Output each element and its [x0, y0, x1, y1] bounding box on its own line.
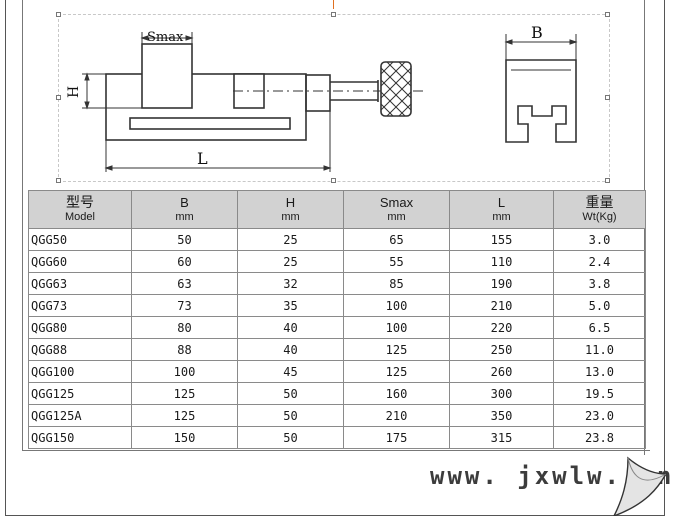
vise-end-view	[505, 59, 577, 143]
resize-handle-bottom[interactable]	[331, 178, 336, 183]
page-curl-icon	[613, 456, 668, 516]
resize-handle-bottom-left[interactable]	[56, 178, 61, 183]
smax-dimension	[140, 32, 194, 44]
h-label: H	[66, 86, 82, 98]
vise-drawing: Smax H L B	[66, 23, 578, 172]
l-label: L	[197, 149, 208, 168]
resize-handle-bottom-right[interactable]	[605, 178, 610, 183]
vise-base-body	[105, 73, 307, 141]
resize-handle-right[interactable]	[605, 95, 610, 100]
base-slot	[129, 117, 291, 130]
smax-label: Smax	[147, 30, 184, 45]
resize-handle-left[interactable]	[56, 95, 61, 100]
knurled-knob-icon	[380, 61, 412, 117]
resize-handle-top[interactable]	[331, 12, 336, 17]
b-label: B	[531, 23, 543, 42]
h-dimension	[82, 72, 142, 110]
resize-handle-top-right[interactable]	[605, 12, 610, 17]
text-cursor	[333, 0, 334, 9]
fixed-jaw	[141, 43, 193, 109]
b-dimension	[504, 34, 578, 60]
vise-side-view	[105, 43, 426, 141]
content-frame	[22, 0, 650, 451]
l-dimension	[104, 111, 332, 172]
resize-handle-top-left[interactable]	[56, 12, 61, 17]
screw-rear-block	[305, 74, 331, 112]
